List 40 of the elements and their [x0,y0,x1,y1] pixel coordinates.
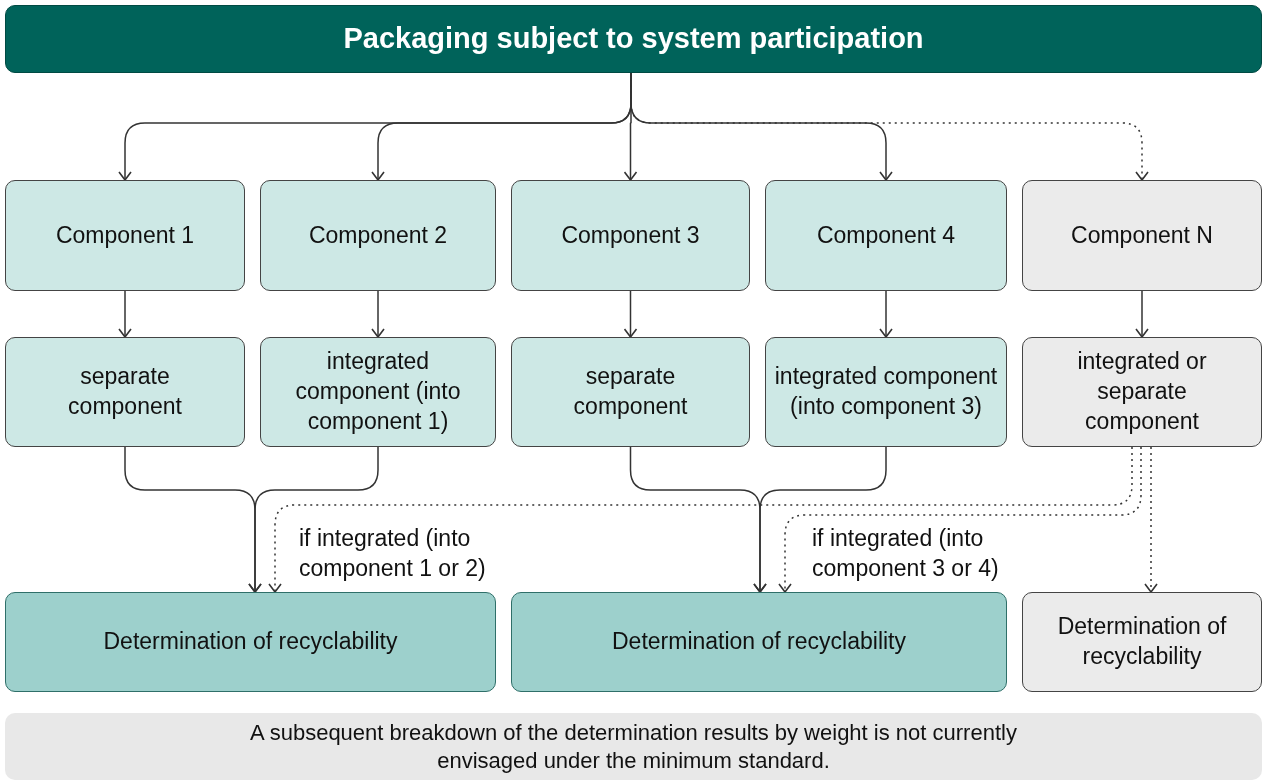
node-text: Component 3 [560,220,701,250]
arrow [1144,446,1158,593]
node-text: Determination of recyclability [102,627,399,657]
arrow [753,446,887,593]
result-box [511,592,1007,692]
neutral-box [1022,180,1262,291]
node-text: separate component [67,362,183,421]
component-box [511,337,750,447]
component-box [765,180,1007,291]
component-box [765,337,1007,447]
result-box [5,592,496,692]
node-text: integrated component (into component 1) [294,347,462,436]
arrow [630,72,893,181]
arrow [268,446,1133,593]
node-text: Packaging subject to system participation [342,21,925,57]
node-text: A subsequent breakdown of the determination results by weight is not currently envisaged under the minimum standard. [249,719,1018,774]
node-text: integrated or separate component [1076,347,1208,436]
node-text: integrated component (into component 3) [773,362,999,421]
component-box [260,337,496,447]
arrow [248,446,379,593]
arrow [1135,290,1149,338]
node-text: Determination of recyclability [1056,612,1228,671]
component-box [5,337,245,447]
component-box [5,180,245,291]
arrow [879,290,893,338]
node-text: Component 4 [815,220,957,250]
component-box [260,180,496,291]
node-text: Determination of recyclability [611,627,907,657]
arrow [623,290,638,338]
node-text: Component 1 [54,220,196,250]
neutral-box [1022,592,1262,692]
arrow [118,290,132,338]
arrow [778,446,1142,593]
node-text: separate component [572,362,689,421]
node-text: Component N [1070,220,1214,250]
arrow [371,290,385,338]
node-text: Component 2 [307,220,449,250]
header-box [5,5,1262,73]
neutral-box [1022,337,1262,447]
component-box [511,180,750,291]
